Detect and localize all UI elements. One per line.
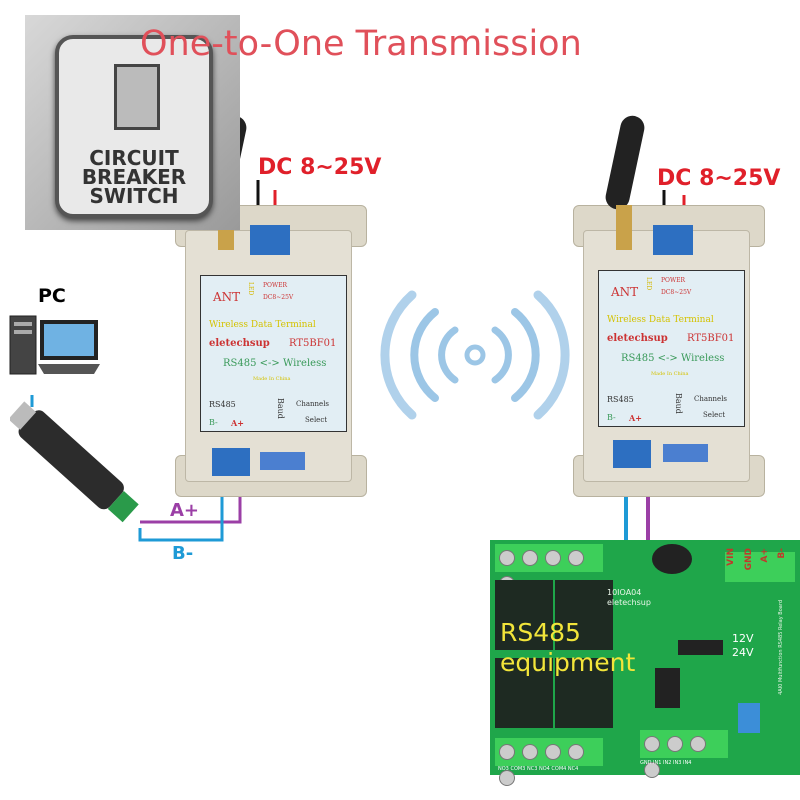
bottom-right-pins: GND IN1 IN2 IN3 IN4 (640, 760, 692, 766)
capacitors (652, 544, 692, 574)
relay-4 (555, 658, 613, 728)
rs485-label: RS485 (209, 400, 236, 409)
dip-switch[interactable] (738, 703, 760, 733)
b-minus-label: B- (172, 543, 194, 564)
rs485-terminal (212, 448, 250, 476)
power-label: POWER (661, 277, 686, 284)
relay-1 (495, 580, 553, 650)
board-model: 10IOA04 eletechsup (607, 588, 651, 608)
channels-label: Channels (296, 400, 330, 408)
dc-voltage-label: DC 8~25V (657, 166, 781, 191)
bottom-left-pins: NO3 COM3 NC3 NO4 COM4 NC4 (498, 766, 579, 772)
led-label: LED (247, 282, 254, 296)
equipment-text: equipment (500, 648, 636, 677)
rs485-wireless: RS485 <-> Wireless (223, 358, 327, 369)
power-label: POWER (263, 282, 288, 289)
module-label-panel: ANT POWER DC8~25V LED Wireless Data Term… (200, 275, 347, 432)
wireless-module-right: DC 8~25V ANT POWER DC8~25V LED Wireless … (568, 110, 780, 500)
wireless-data-terminal: Wireless Data Terminal (607, 315, 714, 325)
rs485-label: RS485 (607, 395, 634, 404)
led-label: LED (645, 277, 652, 291)
rs485-wireless: RS485 <-> Wireless (621, 353, 725, 364)
module-label-panel: ANT POWER DC8~25V LED Wireless Data Term… (598, 270, 745, 427)
baud-label: Baud (674, 393, 683, 414)
relay-3 (495, 658, 553, 728)
power-terminal-block (725, 552, 795, 582)
terminal-block-top (495, 544, 603, 592)
terminal-block-bottom-right (640, 730, 728, 778)
power-terminal (250, 225, 290, 255)
voltage-12v: 12V (732, 632, 754, 645)
rs485-label: RS485 (500, 618, 581, 647)
power-range: DC8~25V (263, 294, 294, 301)
pin-vin: VIN (726, 548, 736, 566)
power-range: DC8~25V (661, 289, 692, 296)
ic-chip (678, 640, 723, 655)
equipment-label: RS485 equipment (500, 618, 635, 678)
made-in-china: Made In China (253, 376, 291, 382)
model: RT5BF01 (289, 338, 337, 349)
brand-text: eletechsup (607, 598, 651, 607)
brand: eletechsup (209, 338, 270, 349)
dip-switch[interactable] (260, 452, 305, 470)
a-plus-pin: A+ (629, 413, 642, 423)
pin-gnd: GND (744, 548, 754, 571)
select-label: Select (703, 411, 726, 419)
pin-a-plus: A+ (760, 548, 770, 563)
made-in-china: Made In China (651, 371, 689, 377)
wireless-module-left: DC 8~25V ANT POWER DC8~25V LED Wireless … (170, 110, 381, 500)
board-side-text: 4AI0 Multifunction RS485 Relay Board (778, 600, 784, 695)
pin-b-minus: B- (777, 548, 787, 559)
pc-icon (9, 315, 100, 375)
model: RT5BF01 (687, 333, 735, 344)
b-minus-pin: B- (209, 418, 218, 427)
wireless-signal-icon (380, 290, 570, 420)
model-text: 10IOA04 (607, 588, 642, 597)
dc-voltage-label: DC 8~25V (258, 155, 382, 180)
dip-switch[interactable] (663, 444, 708, 462)
wireless-data-terminal: Wireless Data Terminal (209, 320, 316, 330)
brand: eletechsup (607, 333, 668, 344)
usb-rs485-adapter (10, 395, 139, 523)
a-plus-pin: A+ (231, 418, 244, 428)
select-label: Select (305, 416, 328, 424)
pc-label: PC (38, 285, 66, 307)
sma-connector (616, 205, 632, 250)
b-minus-pin: B- (607, 413, 616, 422)
relay-2 (555, 580, 613, 650)
channels-label: Channels (694, 395, 728, 403)
rs485-relay-board: 10IOA04 eletechsup VIN GND A+ B- 12V 24V… (490, 540, 800, 786)
voltage-24v: 24V (732, 646, 754, 659)
antenna (603, 113, 647, 212)
ic-chip (655, 668, 680, 708)
terminal-block-bottom-left (495, 738, 603, 786)
rs485-terminal (613, 440, 651, 468)
ant-label: ANT (611, 285, 639, 299)
ant-label: ANT (213, 290, 241, 304)
page-title: One-to-One Transmission (140, 24, 582, 64)
a-plus-label: A+ (170, 500, 200, 521)
power-terminal (653, 225, 693, 255)
baud-label: Baud (276, 398, 285, 419)
